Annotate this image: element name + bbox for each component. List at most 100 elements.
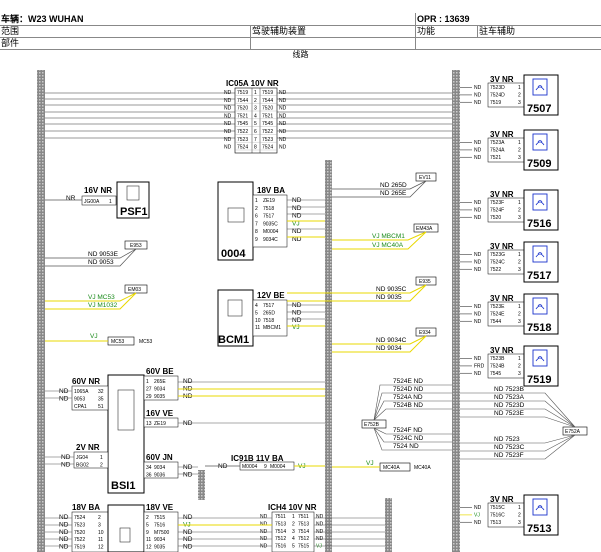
connector-pin-label: 9034: [154, 537, 165, 543]
wire-code: ND: [292, 302, 302, 309]
splice-mc53: VJ MC53 MC53: [45, 333, 153, 346]
parking-sensor-icon: [532, 78, 548, 96]
splice-e935: E935 ND 9035C ND 9035: [287, 276, 437, 302]
connector-pin-number: 2: [518, 311, 521, 317]
svg-text:ICH4 10V NR: ICH4 10V NR: [268, 503, 317, 512]
connector-pin-number: 10: [98, 530, 104, 536]
harness-trunk-left: [37, 70, 45, 552]
connector-pin-number: 4: [254, 113, 257, 119]
svg-text:MC53: MC53: [139, 339, 153, 345]
connector-pin-label: 7545: [490, 371, 501, 377]
connector-pin-label: 7521: [490, 155, 501, 161]
part-label: 部件: [0, 37, 251, 49]
connector-pin-label: 7524: [74, 515, 85, 521]
connector-pin-number: 1: [518, 85, 521, 91]
connector-pin-number: 12: [146, 545, 152, 551]
svg-text:VJ M1032: VJ M1032: [88, 302, 118, 309]
svg-text:7524F ND: 7524F ND: [393, 427, 423, 434]
connector-pin-number: 6: [255, 214, 258, 220]
splice-em03: EM03 VJ MC53 VJ M1032: [45, 284, 148, 310]
connector-spec: 3V NR: [490, 294, 514, 303]
svg-text:18V VE: 18V VE: [146, 503, 174, 512]
svg-text:ND: ND: [218, 463, 228, 470]
connector-pin-number: 2: [100, 462, 103, 468]
wire-code: ND: [183, 536, 193, 543]
connector-pin-number: 5: [292, 544, 295, 550]
sensor-connector: [487, 249, 525, 275]
svg-text:MC40A: MC40A: [383, 465, 400, 471]
connector-pin-label: 7514: [275, 529, 286, 535]
svg-text:E935: E935: [419, 279, 431, 285]
connector-pin-number: 1: [518, 200, 521, 206]
connector-pin-number: 5: [146, 522, 149, 528]
connector-ic91b: ND IC91B 11V BA M0004 9 M0004 VJ: [205, 454, 325, 471]
connector-pin-label: CPA1: [74, 404, 87, 410]
wire-code: ND: [279, 98, 287, 104]
svg-text:EV11: EV11: [419, 175, 431, 181]
connector-pin-label: 7544: [237, 98, 248, 104]
svg-text:ND 7523B: ND 7523B: [494, 386, 524, 393]
svg-text:EM03: EM03: [128, 287, 141, 293]
wire-code: ND: [474, 252, 482, 258]
wire-code: ND: [474, 85, 482, 91]
connector-pin-number: 2: [518, 363, 521, 369]
wire-code: ND: [61, 461, 71, 468]
wire-code: ND: [59, 514, 69, 521]
connector-pin-number: 8: [254, 145, 257, 151]
connector-pin-label: 7519: [490, 100, 501, 106]
sensor-connector: [487, 502, 525, 528]
wire-code: ND: [279, 137, 287, 143]
connector-pin-number: 3: [518, 319, 521, 325]
signal-wave-icon: [535, 252, 545, 258]
module-bottom: [107, 504, 145, 552]
connector-pin-label: 7524A: [490, 147, 505, 153]
connector-spec: 3V NR: [490, 495, 514, 504]
svg-text:VJ: VJ: [90, 333, 98, 340]
connector-pin-label: 9034: [154, 386, 165, 392]
wire-code: ND: [224, 113, 232, 119]
wire-code: ND: [183, 420, 193, 427]
connector-pin-number: 1: [100, 455, 103, 461]
connector-pin-number: 8: [255, 229, 258, 235]
connector-pin-number: 3: [518, 520, 521, 526]
svg-text:EM43A: EM43A: [416, 226, 433, 232]
wire-code: ND: [474, 267, 482, 273]
connector-pin-number: 7: [254, 137, 257, 143]
wire-code: ND: [183, 514, 193, 521]
wire-code: ND: [279, 113, 287, 119]
wire-code: ND: [183, 378, 193, 385]
wire-code: FRD: [474, 363, 485, 369]
wire-code: ND: [59, 544, 69, 551]
wire-code: ND: [260, 544, 268, 550]
signal-wave-icon: [535, 356, 545, 362]
wire-code: ND: [224, 129, 232, 135]
connector-pin-label: JG04: [76, 455, 88, 461]
connector-pin-label: 7524D: [490, 92, 505, 98]
connector-pin-label: 7518: [263, 206, 274, 212]
sensor-name: 7519: [527, 374, 551, 386]
harness-stub: [198, 470, 205, 500]
connector-pin-label: 7515: [298, 544, 309, 550]
parking-sensor-icon: [532, 349, 548, 367]
connector-pin-label: 7520: [490, 215, 501, 221]
connector-spec: 3V NR: [490, 346, 514, 355]
svg-text:E934: E934: [419, 330, 431, 336]
parking-sensor-icon: [532, 245, 548, 263]
connector-pin-label: 7512: [275, 536, 286, 542]
connector-pin-label: 7521: [262, 113, 273, 119]
connector-pin-number: 2: [518, 147, 521, 153]
svg-text:18V BA: 18V BA: [72, 503, 100, 512]
wire-code: ND: [260, 521, 268, 527]
connector-pin-number: 9: [255, 237, 258, 243]
wire-code: ND: [260, 514, 268, 520]
connector-pin-label: 7524: [237, 145, 248, 151]
opr-cell: OPR : 13639: [417, 14, 470, 24]
connector-pin-number: 1: [518, 140, 521, 146]
connector-pin-label: 7524: [262, 145, 273, 151]
connector-pin-number: 1: [518, 304, 521, 310]
